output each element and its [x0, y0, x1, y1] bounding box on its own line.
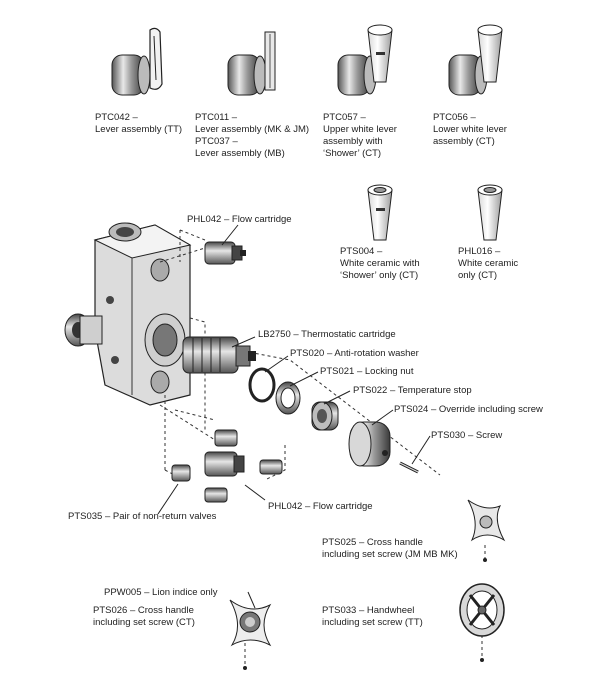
part-description: assembly with [323, 136, 383, 147]
part-code: PTS004 – [340, 246, 383, 257]
label-phl016: PHL016 – White ceramic only (CT) [458, 246, 518, 282]
label-ppw005: PPW005 – Lion indice only [104, 587, 218, 598]
label-lb2750: LB2750 – Thermostatic cartridge [258, 329, 396, 340]
part-description: including set screw (CT) [93, 617, 195, 628]
part-code: PHL016 – [458, 246, 501, 257]
part-description: ‘Shower’ only (CT) [340, 270, 419, 281]
part-code: PTC042 – [95, 112, 138, 123]
part-description: White ceramic with [340, 258, 420, 269]
lower-white-lever-illustration [448, 24, 503, 96]
label-pts033: PTS033 – Handwheel including set screw (… [322, 605, 423, 629]
label-ptc011-ptc037: PTC011 – Lever assembly (MK & JM) PTC037… [195, 112, 309, 160]
override-illustration [348, 421, 391, 467]
part-code: PTC057 – [323, 112, 366, 123]
part-description: assembly (CT) [433, 136, 495, 147]
part-description: including set screw (JM MB MK) [322, 549, 458, 560]
cross-handle-jm-mb-mk-illustration [467, 499, 506, 562]
part-description: Lever assembly (MB) [195, 148, 285, 159]
part-code: PTC037 – [195, 136, 238, 147]
part-description: Lever assembly (MK & JM) [195, 124, 310, 135]
part-code: PTS026 – Cross handle [93, 605, 194, 616]
label-pts004: PTS004 – White ceramic with ‘Shower’ onl… [340, 246, 420, 282]
upper-white-lever-illustration [337, 24, 393, 96]
part-description: Upper white lever [323, 124, 397, 135]
ceramic-plain-illustration [477, 184, 503, 241]
lever-assembly-mk-jm-illustration [227, 31, 276, 96]
part-description: Lever assembly (TT) [95, 124, 183, 135]
label-pts020: PTS020 – Anti-rotation washer [290, 348, 419, 359]
label-pts026: PTS026 – Cross handle including set scre… [93, 605, 195, 629]
part-code: PTS033 – Handwheel [322, 605, 415, 616]
label-phl042-bottom: PHL042 – Flow cartridge [268, 501, 373, 512]
label-pts022: PTS022 – Temperature stop [353, 385, 472, 396]
label-pts024: PTS024 – Override including screw [394, 404, 543, 415]
label-pts021: PTS021 – Locking nut [320, 366, 414, 377]
valve-body-illustration [64, 222, 192, 406]
temperature-stop-illustration [311, 401, 339, 431]
part-description: White ceramic [458, 258, 519, 269]
flow-cartridge-top-illustration [204, 241, 246, 265]
part-code: PTC011 – [195, 112, 238, 123]
part-description: only (CT) [458, 270, 498, 281]
ceramic-shower-illustration [367, 184, 393, 241]
flow-cartridge-bottom-illustration [204, 451, 245, 477]
part-description: Lower white lever [433, 124, 507, 135]
label-ptc042: PTC042 – Lever assembly (TT) [95, 112, 182, 136]
anti-rotation-washer-illustration [248, 367, 276, 403]
non-return-valves-illustration [171, 429, 283, 503]
assembly-guide-lines [159, 229, 486, 668]
thermostatic-cartridge-illustration [182, 336, 256, 374]
leader-lines [157, 224, 431, 609]
label-ptc056: PTC056 – Lower white lever assembly (CT) [433, 112, 507, 148]
lever-assembly-tt-illustration [111, 27, 163, 96]
label-ptc057: PTC057 – Upper white lever assembly with… [323, 112, 397, 160]
screw-illustration [399, 461, 419, 474]
handwheel-illustration [459, 583, 505, 662]
label-pts035: PTS035 – Pair of non-return valves [68, 511, 217, 522]
label-pts025: PTS025 – Cross handle including set scre… [322, 537, 458, 561]
part-description: ‘Shower’ (CT) [323, 148, 382, 159]
part-code: PTS025 – Cross handle [322, 537, 423, 548]
part-description: including set screw (TT) [322, 617, 423, 628]
cross-handle-ct-illustration [229, 599, 272, 670]
label-pts030: PTS030 – Screw [431, 430, 503, 441]
locking-nut-illustration [275, 381, 301, 415]
part-code: PTC056 – [433, 112, 476, 123]
label-phl042-top: PHL042 – Flow cartridge [187, 214, 292, 225]
